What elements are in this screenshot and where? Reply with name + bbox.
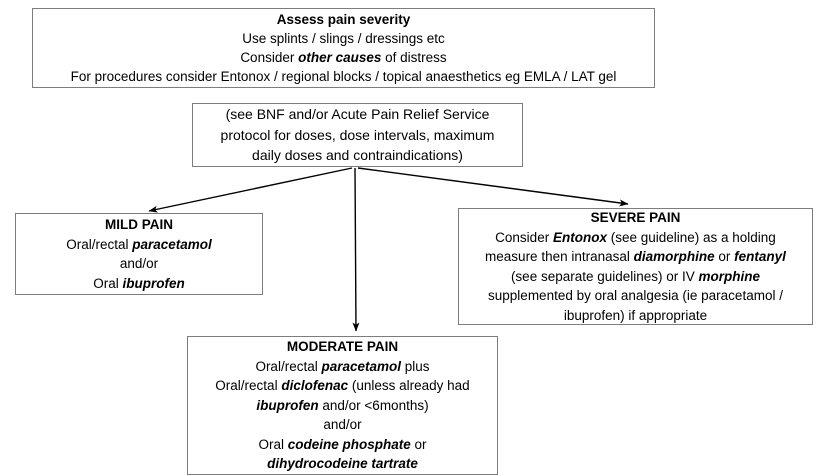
- text-line: and/or: [119, 256, 159, 271]
- text-line: ibuprofen and/or <6months): [256, 397, 429, 413]
- moderate-pain-box: MODERATE PAIN Oral/rectal paracetamol plu…: [187, 336, 498, 475]
- text-line: Oral/rectal paracetamol: [66, 236, 212, 252]
- text-line: protocol for doses, dose intervals, maxi…: [220, 126, 495, 143]
- text-line: For procedures consider Entonox / region…: [70, 69, 617, 84]
- text-line: Use splints / slings / dressings etc: [242, 31, 445, 46]
- text-line: Oral/rectal diclofenac (unless already h…: [215, 378, 470, 394]
- text-line: dihydrocodeine tartrate: [267, 456, 418, 472]
- text-line: MILD PAIN: [105, 217, 173, 232]
- bnf-protocol-note-box: (see BNF and/or Acute Pain Relief Servic…: [192, 103, 523, 167]
- arrow-protocol-to-mild: [148, 167, 353, 213]
- severe-pain-box: SEVERE PAIN Consider Entonox (see guideli…: [458, 208, 813, 325]
- text-line: (see BNF and/or Acute Pain Relief Servic…: [225, 106, 490, 123]
- text-line: MODERATE PAIN: [286, 339, 399, 355]
- text-line: ibuprofen) if appropriate: [563, 307, 708, 323]
- text-line: Consider other causes of distress: [240, 50, 447, 65]
- arrow-protocol-to-moderate: [352, 167, 360, 332]
- text-line: Oral/rectal paracetamol plus: [255, 358, 430, 374]
- arrow-protocol-to-severe: [357, 167, 629, 207]
- text-line: Oral codeine phosphate or: [258, 436, 427, 452]
- text-line: and/or: [323, 417, 362, 433]
- text-line: Assess pain severity: [276, 12, 411, 27]
- text-line: SEVERE PAIN: [590, 210, 681, 225]
- text-line: Consider Entonox (see guideline) as a ho…: [495, 229, 776, 245]
- text-line: measure then intranasal diamorphine or f…: [485, 249, 786, 264]
- text-line: Oral ibuprofen: [93, 275, 185, 291]
- text-line: supplemented by oral analgesia (ie parac…: [488, 288, 783, 303]
- text-line: (see separate guidelines) or IV morphine: [510, 268, 761, 284]
- text-line: daily doses and contraindications): [252, 147, 463, 164]
